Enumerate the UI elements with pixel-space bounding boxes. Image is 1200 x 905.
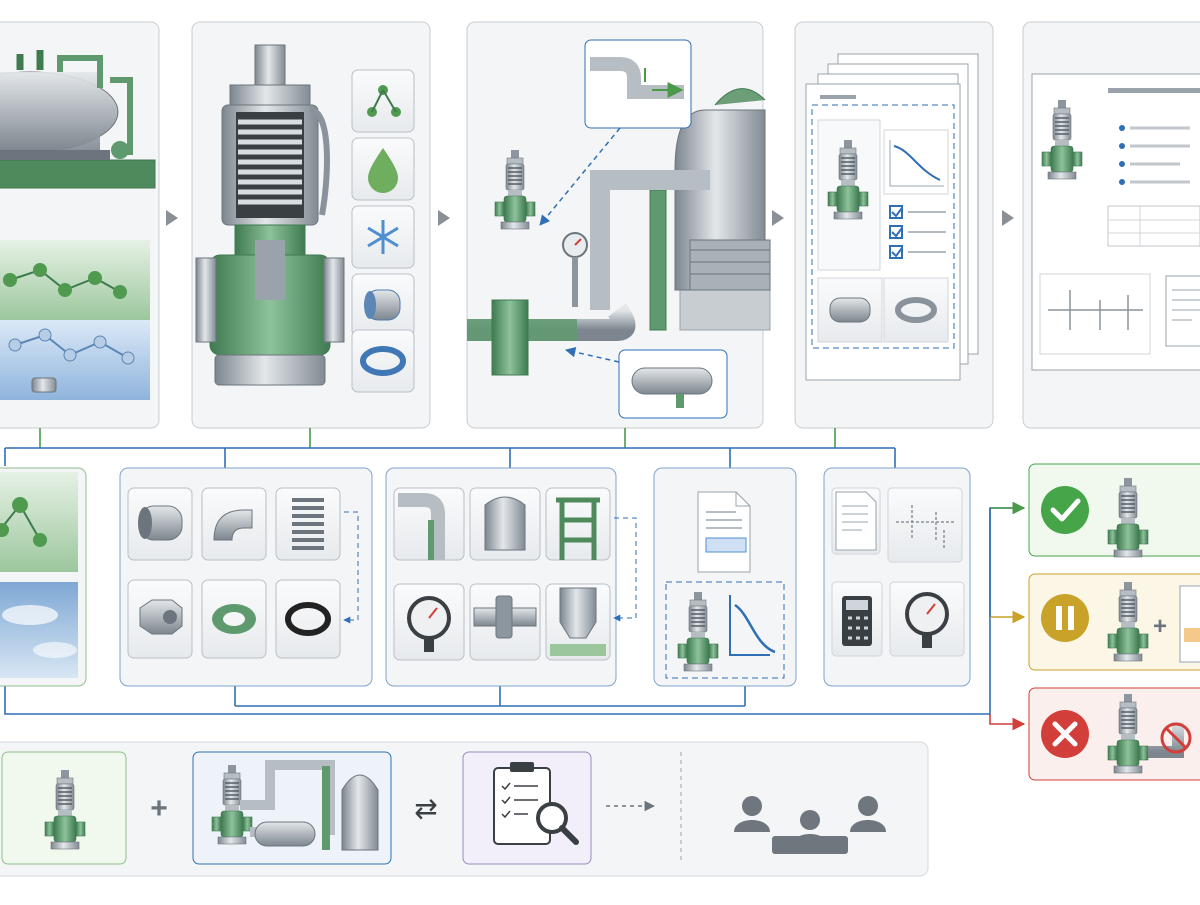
stakeholders-icon bbox=[734, 796, 886, 854]
clipboard-inspection-icon bbox=[493, 762, 579, 845]
document-icon bbox=[697, 491, 751, 573]
panel-media-properties bbox=[0, 21, 160, 429]
gasket-ring-icon bbox=[351, 329, 415, 393]
piping-schematic-icon bbox=[896, 505, 956, 550]
tank-icon bbox=[484, 496, 526, 551]
spring-icon bbox=[292, 498, 324, 550]
pause-icon bbox=[1041, 594, 1089, 642]
chevron-right-icon bbox=[438, 210, 450, 226]
panel-installed-system bbox=[466, 21, 771, 429]
document-icon bbox=[835, 491, 877, 551]
union-nut-icon bbox=[139, 599, 183, 635]
prohibited-icon bbox=[1160, 722, 1192, 754]
chevron-right-icon bbox=[1002, 210, 1014, 226]
panel-specification bbox=[1022, 21, 1200, 429]
panel-datasheets bbox=[794, 21, 994, 429]
panel-valve-design bbox=[191, 21, 431, 429]
liquid-media-illustration bbox=[0, 240, 150, 400]
chevron-right-icon bbox=[166, 210, 178, 226]
pipe-detail-callout bbox=[539, 39, 691, 226]
pipe-bend-icon bbox=[398, 493, 445, 560]
molecule-icon bbox=[351, 69, 415, 133]
discharge-nozzle-icon bbox=[559, 587, 597, 639]
flow-arrows-top bbox=[166, 210, 1014, 226]
check-icon bbox=[1041, 486, 1089, 534]
o-ring-icon bbox=[285, 602, 331, 636]
side-property-tiles bbox=[351, 69, 415, 393]
panel-media-conditions bbox=[0, 467, 87, 687]
connector-bus bbox=[4, 428, 1026, 731]
outcome-pending: + bbox=[1028, 573, 1200, 671]
panel-installation bbox=[385, 467, 637, 687]
plus-symbol: + bbox=[150, 792, 168, 825]
chevron-right-icon bbox=[772, 210, 784, 226]
safety-valve-cutaway-icon bbox=[195, 44, 345, 386]
steel-frame-icon bbox=[556, 497, 600, 560]
review-row: + ⇄ bbox=[0, 741, 929, 877]
elbow-fitting-icon bbox=[213, 509, 253, 541]
datasheet-stack-icon bbox=[805, 53, 979, 381]
swap-symbol: ⇄ bbox=[414, 793, 437, 824]
panel-components bbox=[119, 467, 373, 687]
installed-valve-system-icon bbox=[467, 88, 771, 376]
outcome-approved bbox=[1028, 463, 1200, 558]
specification-document-icon bbox=[1031, 73, 1200, 371]
outcome-rejected bbox=[1028, 687, 1200, 781]
panel-documentation bbox=[653, 467, 797, 687]
vessel-detail-callout bbox=[564, 346, 728, 419]
panel-calculation bbox=[823, 467, 971, 687]
plus-symbol: + bbox=[1153, 613, 1167, 640]
boiler-plant-icon bbox=[0, 50, 156, 189]
